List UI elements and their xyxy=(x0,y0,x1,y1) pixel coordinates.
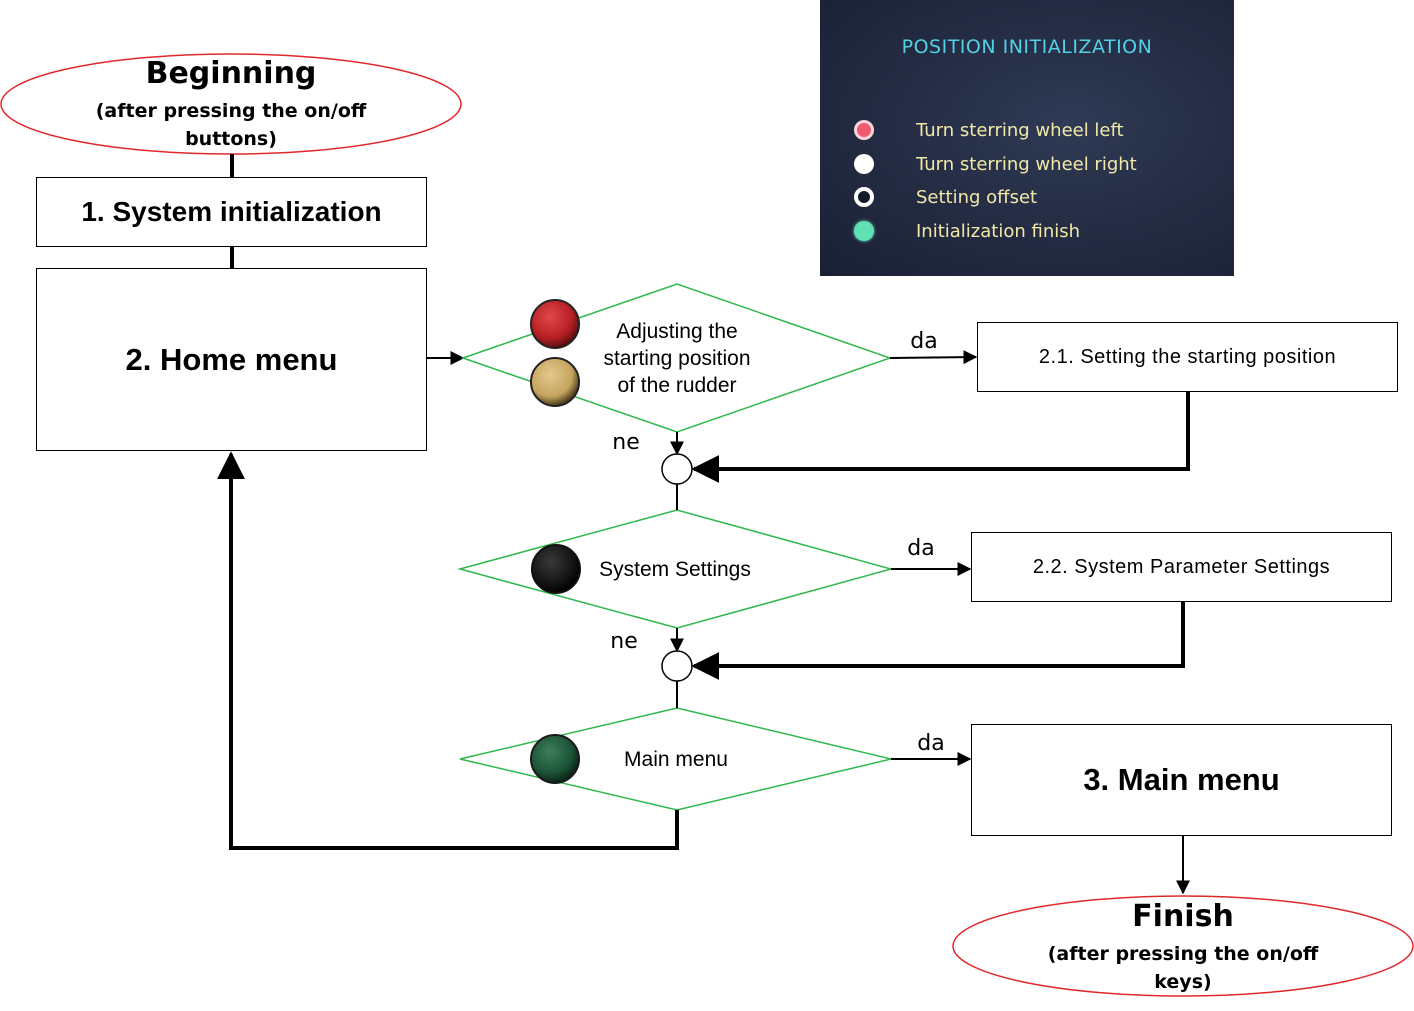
system-initialization-label: 1. System initialization xyxy=(81,196,382,227)
junction-circle-1 xyxy=(661,453,693,485)
system-parameter-settings-box: 2.2. System Parameter Settings xyxy=(971,532,1392,602)
yellow-button-icon xyxy=(530,357,580,407)
green-button-icon xyxy=(530,734,580,784)
no-label-system-settings: ne xyxy=(610,629,638,654)
screen-item-turn-right: Turn sterring wheel right xyxy=(854,149,1137,179)
start-oval-title: Beginning xyxy=(145,56,317,91)
rudder-decision-line3: of the rudder xyxy=(617,374,737,397)
end-oval-title: Finish xyxy=(1132,899,1234,934)
screen-item-text: Initialization finish xyxy=(916,220,1081,242)
ring-indicator-icon xyxy=(854,187,874,207)
start-oval-subtitle-line2: buttons) xyxy=(185,128,277,150)
setting-start-position-box: 2.1. Setting the starting position xyxy=(977,322,1398,392)
screen-item-turn-left: Turn sterring wheel left xyxy=(854,115,1124,145)
junction-circle-2 xyxy=(661,650,693,682)
end-oval-subtitle-line1: (after pressing the on/off xyxy=(1047,943,1319,965)
green-indicator-icon xyxy=(854,221,874,241)
main-menu-decision-label: Main menu xyxy=(624,748,728,771)
system-parameter-settings-label: 2.2. System Parameter Settings xyxy=(1032,555,1331,578)
system-initialization-box: 1. System initialization xyxy=(36,177,427,247)
end-oval xyxy=(952,895,1414,997)
black-button-icon xyxy=(531,544,581,594)
loop-back-to-home-menu xyxy=(217,451,679,850)
home-menu-label: 2. Home menu xyxy=(125,341,338,377)
yes-label-rudder: da xyxy=(910,329,938,354)
return-line-system-params xyxy=(691,601,1185,680)
home-menu-box: 2. Home menu xyxy=(36,268,427,451)
screen-item-text: Turn sterring wheel left xyxy=(916,119,1124,141)
rudder-decision-line1: Adjusting the xyxy=(616,320,738,343)
system-settings-decision-label: System Settings xyxy=(599,558,751,581)
main-menu-box: 3. Main menu xyxy=(971,724,1392,836)
no-label-rudder: ne xyxy=(612,430,640,455)
screen-item-text: Turn sterring wheel right xyxy=(916,153,1137,175)
start-oval-subtitle-line1: (after pressing the on/off xyxy=(95,100,367,122)
yes-label-main-menu: da xyxy=(917,731,945,756)
red-indicator-icon xyxy=(854,120,874,140)
position-initialization-screen: POSITION INITIALIZATION Turn sterring wh… xyxy=(820,0,1234,276)
main-menu-box-label: 3. Main menu xyxy=(1083,762,1280,797)
end-oval-subtitle-line2: keys) xyxy=(1154,971,1212,993)
white-indicator-icon xyxy=(854,154,874,174)
red-button-icon xyxy=(530,299,580,349)
return-line-setting-start xyxy=(691,391,1190,483)
rudder-decision-line2: starting position xyxy=(603,347,751,370)
yes-label-system-settings: da xyxy=(907,536,935,561)
screen-item-init-finish: Initialization finish xyxy=(854,216,1080,246)
screen-title: POSITION INITIALIZATION xyxy=(901,36,1153,58)
screen-item-setting-offset: Setting offset xyxy=(854,182,1037,212)
setting-start-position-label: 2.1. Setting the starting position xyxy=(1038,345,1337,368)
arrow-rudder-yes xyxy=(889,350,978,365)
screen-item-text: Setting offset xyxy=(916,186,1038,208)
